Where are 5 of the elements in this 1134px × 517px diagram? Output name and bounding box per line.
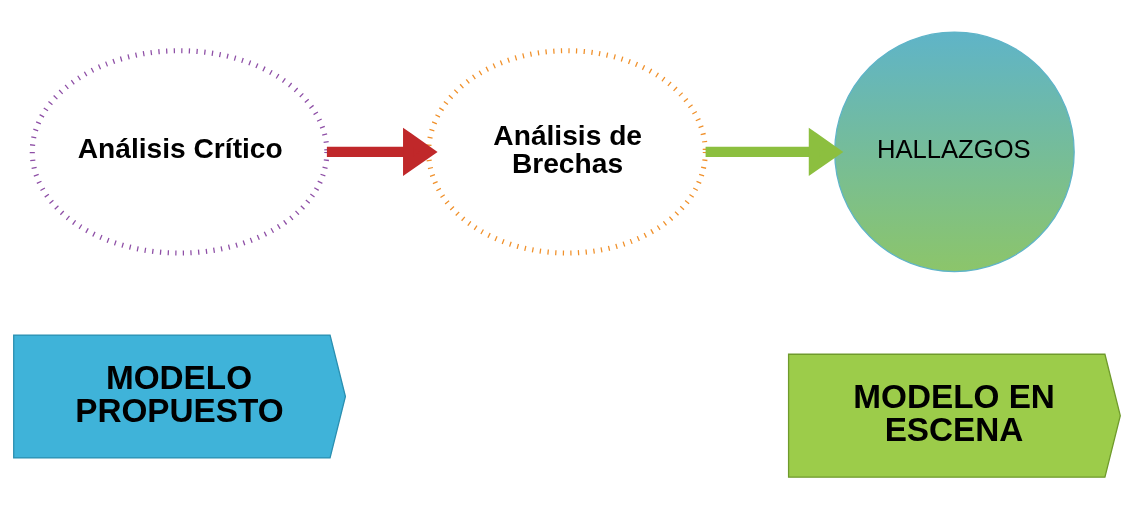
arrow	[705, 127, 844, 177]
node-ellipse: Análisis Crítico	[29, 48, 330, 256]
node-ellipse: Análisis de Brechas	[426, 48, 708, 256]
arrow	[326, 127, 438, 177]
node-circle: HALLAZGOS	[834, 31, 1075, 273]
